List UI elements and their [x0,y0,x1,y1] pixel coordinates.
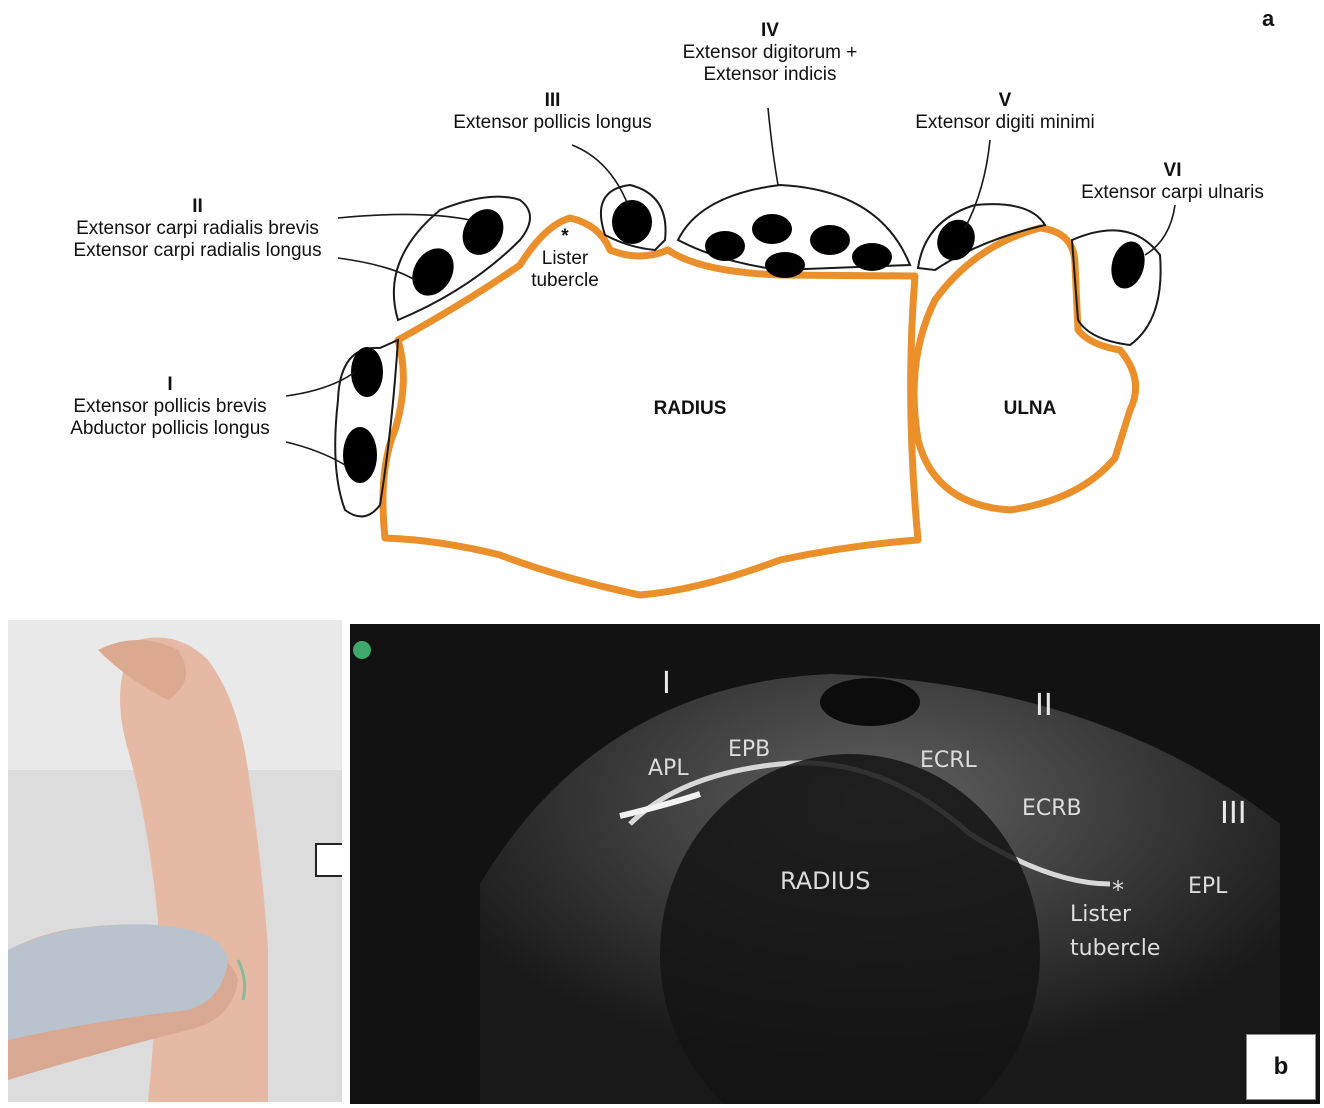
us-numeral-I: I [662,666,671,701]
compartment-V-label: V Extensor digiti minimi [880,90,1130,134]
compartment-I-line-1: Extensor pollicis brevis [50,396,290,418]
ulna-label: ULNA [975,398,1085,420]
tendon-ecrl [404,241,462,303]
us-label-radius: RADIUS [780,867,870,895]
compartment-IV-line-2: Extensor indicis [640,64,900,86]
leader-III [572,145,628,205]
us-label-epl: EPL [1188,874,1227,899]
lister-line-1: Lister [520,248,610,270]
radius-label: RADIUS [620,398,760,420]
us-lister-line-2: tubercle [1070,936,1160,961]
compartment-VI-label: VI Extensor carpi ulnaris [1060,160,1285,204]
tendon-ed-1 [705,231,745,261]
tendon-ed-5 [852,243,892,271]
compartment-VI-line-1: Extensor carpi ulnaris [1060,182,1285,204]
compartment-III-label: III Extensor pollicis longus [420,90,685,134]
tendon-ed-4 [765,252,805,278]
tendon-ecrb [455,202,512,263]
leader-II-ecrl [338,258,415,280]
sheath-VI [1072,230,1161,345]
us-lister-star: * [1112,876,1124,904]
compartment-III-line-1: Extensor pollicis longus [420,112,685,134]
ultrasound-image: I II III APL EPB ECRL ECRB EPL RADIUS * … [350,624,1320,1104]
status-dot-icon [353,641,371,659]
leader-IV [768,108,778,185]
lister-star: * [520,226,610,248]
numeral-I: I [50,374,290,396]
numeral-IV: IV [640,20,900,42]
tendon-ecu [1106,238,1149,293]
lister-tubercle-label: * Lister tubercle [520,226,610,292]
tendon-ed-2 [752,214,792,244]
tendon-epl [612,200,652,244]
tendon-apl [343,427,377,483]
wrist-probe-photo [8,620,342,1102]
compartment-II-line-1: Extensor carpi radialis brevis [50,218,345,240]
right-arrow-icon [312,830,342,890]
compartment-II-label: II Extensor carpi radialis brevis Extens… [50,196,345,262]
tendon-epb [351,347,383,397]
us-label-ecrl: ECRL [920,748,977,773]
numeral-III: III [420,90,685,112]
compartment-IV-label: IV Extensor digitorum + Extensor indicis [640,20,900,86]
us-numeral-III: III [1220,796,1247,831]
leader-VI [1145,205,1175,255]
numeral-VI: VI [1060,160,1285,182]
panel-letter-a: a [1262,6,1274,32]
leader-V [965,140,990,228]
tendon-ed-3 [810,225,850,255]
compartment-IV-line-1: Extensor digitorum + [640,42,900,64]
compartment-V-line-1: Extensor digiti minimi [880,112,1130,134]
compartment-I-label: I Extensor pollicis brevis Abductor poll… [50,374,290,440]
ulna-outline [914,228,1136,510]
panel-letter-b: b [1246,1034,1316,1100]
compartment-I-line-2: Abductor pollicis longus [50,418,290,440]
leader-I-epb [286,372,355,396]
sheath-V [918,204,1045,270]
us-label-apl: APL [648,756,689,781]
compartment-II-line-2: Extensor carpi radialis longus [50,240,345,262]
lister-line-2: tubercle [520,270,610,292]
us-label-ecrb: ECRB [1022,796,1082,821]
us-lister-line-1: Lister [1070,902,1131,927]
numeral-V: V [880,90,1130,112]
numeral-II: II [50,196,345,218]
leader-II-ecrb [338,214,470,220]
us-label-epb: EPB [728,737,770,762]
us-numeral-II: II [1035,688,1053,723]
